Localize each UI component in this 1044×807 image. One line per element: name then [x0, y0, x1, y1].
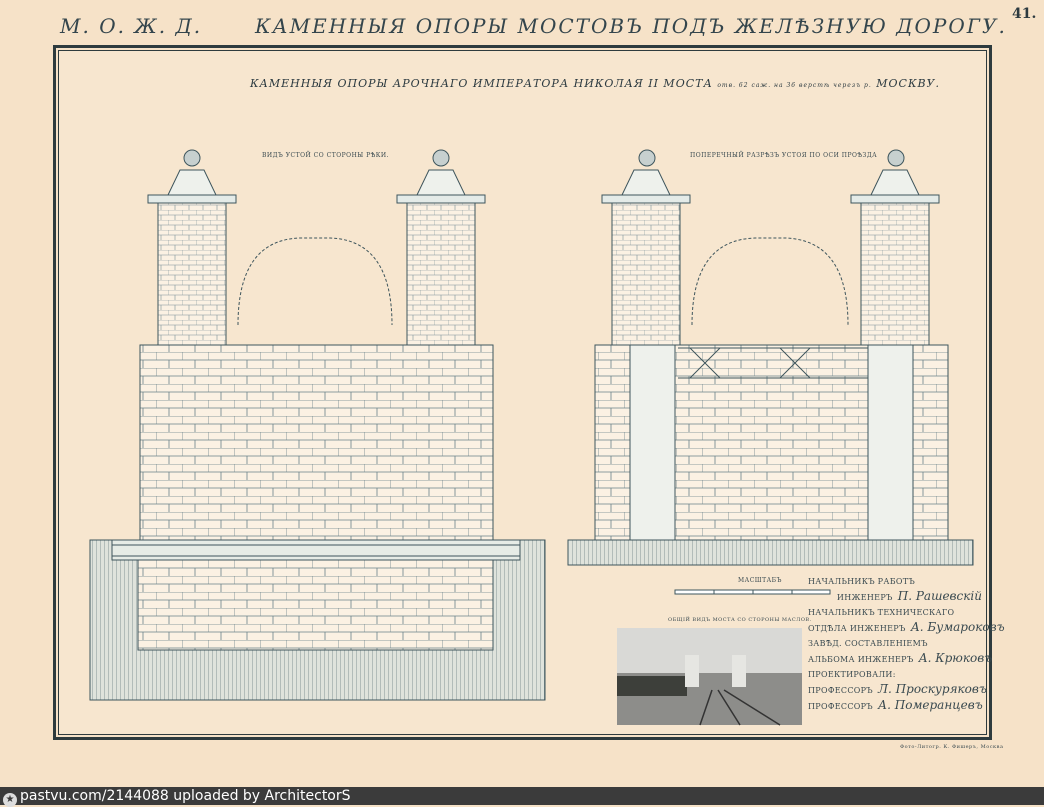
credit-name: А. Крюковъ — [918, 651, 993, 665]
series-mark: М. О. Ж. Д. — [60, 14, 203, 38]
tower-left — [157, 194, 227, 346]
credit-title: ПРОФЕССОРЪ — [808, 686, 873, 695]
credit-role: ПРОЕКТИРОВАЛИ: — [808, 670, 896, 679]
scale-bar — [674, 589, 831, 595]
credit-title: ОТДѢЛА ИНЖЕНЕРЪ — [808, 624, 906, 633]
credit-title: АЛЬБОМА ИНЖЕНЕРЪ — [808, 655, 914, 664]
credit-role: ЗАВѢД. СОСТАВЛЕНІЕМЪ — [808, 639, 928, 648]
plate-subtitle: КАМЕННЫЯ ОПОРЫ АРОЧНАГО ИМПЕРАТОРА НИКОЛ… — [250, 77, 940, 90]
credit-name: А. Бумароковъ — [910, 620, 1005, 634]
credit-role: НАЧАЛЬНИКЪ РАБОТЪ — [808, 577, 916, 586]
bridge-photo — [617, 628, 802, 726]
left-view-caption: ВИДЪ УСТОЙ СО СТОРОНЫ РѢКИ. — [262, 152, 389, 159]
subtitle-small: отв. 62 саж. на 36 верстѣ черезъ р. — [717, 82, 872, 89]
subtitle-end: МОСКВУ. — [876, 77, 940, 90]
photo-caption: ОБЩІЙ ВИДЪ МОСТА СО СТОРОНЫ МАСЛОВ. — [668, 617, 812, 623]
credit-name: П. Рашевскій — [897, 589, 982, 603]
watermark-bar: ★pastvu.com/2144088 uploaded by Architec… — [0, 787, 1044, 807]
credit-name: А. Померанцевъ — [878, 698, 983, 712]
credit-title: ИНЖЕНЕРЪ — [836, 593, 893, 602]
right-view-caption: ПОПЕРЕЧНЫЙ РАЗРѢЗЪ УСТОЯ ПО ОСИ ПРОѢЗДА — [690, 152, 878, 159]
subtitle-main: КАМЕННЫЯ ОПОРЫ АРОЧНАГО ИМПЕРАТОРА НИКОЛ… — [250, 77, 713, 90]
credit-name: Л. Проскуряковъ — [878, 682, 987, 696]
credit-title: ПРОФЕССОРЪ — [808, 702, 873, 711]
left-pier-elevation — [89, 149, 546, 701]
printer-credit: Фото-Литогр. К. Фишеръ, Москва — [900, 744, 1004, 750]
right-pier-section — [567, 149, 974, 566]
credit-role: НАЧАЛЬНИКЪ ТЕХНИЧЕСКАГО — [808, 608, 955, 617]
credits-block: НАЧАЛЬНИКЪ РАБОТЪ ИНЖЕНЕРЪ П. Рашевскій … — [808, 576, 1005, 712]
truss-girder — [111, 539, 521, 561]
star-icon: ★ — [3, 793, 17, 807]
ground — [567, 539, 974, 566]
sheet-title: КАМЕННЫЯ ОПОРЫ МОСТОВЪ ПОДЪ ЖЕЛѢЗНУЮ ДОР… — [255, 14, 1007, 38]
pier-drawings — [89, 149, 974, 726]
scale-label: МАСШТАБЪ — [738, 577, 782, 584]
tower-right — [406, 194, 476, 346]
watermark-text[interactable]: pastvu.com/2144088 uploaded by Architect… — [20, 788, 351, 804]
page-number: 41. — [1012, 6, 1037, 22]
abutment-body — [139, 344, 494, 541]
